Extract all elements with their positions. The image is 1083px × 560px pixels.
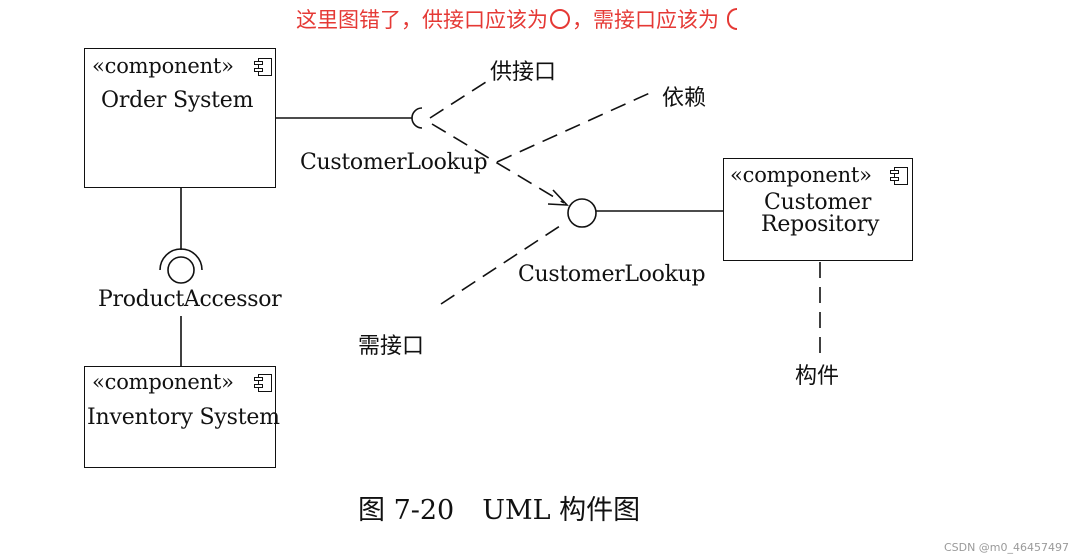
order-customerlookup-label: CustomerLookup	[300, 150, 488, 175]
repository-customerlookup-label: CustomerLookup	[518, 262, 706, 287]
inventory-system-component: «component» Inventory System	[84, 366, 280, 468]
stereotype-label: «component»	[92, 54, 234, 78]
correction-note: 这里图错了，供接口应该为 ，需接口应该为	[296, 4, 737, 34]
component-annotation: 构件	[795, 364, 840, 389]
stereotype-label: «component»	[92, 370, 234, 394]
figure-caption: 图 7-20 UML 构件图	[358, 488, 640, 527]
required-interface-symbol-icon	[727, 8, 737, 30]
order-system-component: «component» Order System	[84, 48, 276, 188]
component-name: Order System	[101, 88, 254, 113]
dependency-leader	[496, 91, 653, 163]
customer-repository-component: «component» Customer Repository	[723, 158, 913, 261]
component-name-line-1: Customer	[764, 190, 872, 215]
dependency-arrowhead-icon	[547, 189, 569, 206]
order-required-socket-icon	[411, 107, 423, 129]
provided-interface-leader	[429, 81, 487, 119]
stereotype-label: «component»	[730, 163, 872, 187]
watermark: CSDN @m0_46457497	[943, 541, 1069, 554]
productaccessor-socket-icon	[159, 248, 203, 271]
provided-interface-annotation: 供接口	[490, 60, 557, 85]
customer-provided-lollipop-icon	[567, 198, 597, 228]
component-icon	[890, 167, 908, 185]
correction-note-text-1: 这里图错了，供接口应该为	[296, 8, 548, 32]
required-interface-annotation: 需接口	[358, 334, 425, 359]
productaccessor-lollipop-icon	[167, 256, 195, 284]
component-name-line-2: Repository	[761, 212, 880, 237]
dependency-annotation: 依赖	[662, 86, 707, 111]
figure-number: 图 7-20	[358, 495, 455, 526]
figure-title: UML 构件图	[482, 495, 641, 526]
component-icon	[254, 374, 272, 392]
correction-note-text-2: ，需接口应该为	[572, 8, 719, 32]
component-icon	[254, 58, 272, 76]
provided-interface-symbol-icon	[550, 9, 570, 29]
productaccessor-label: ProductAccessor	[98, 287, 282, 312]
component-name: Inventory System	[87, 405, 280, 430]
dependency-arrow-line	[431, 123, 565, 204]
